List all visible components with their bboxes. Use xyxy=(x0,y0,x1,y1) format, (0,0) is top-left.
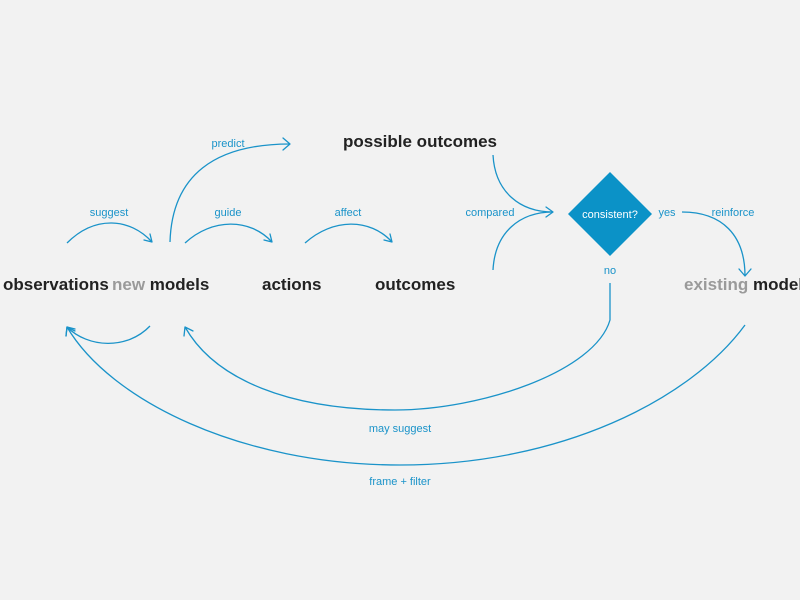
arrowhead-reinforce xyxy=(738,268,752,277)
node-possible-outcomes: possible outcomes xyxy=(343,132,497,151)
decision-label: consistent? xyxy=(582,209,638,221)
edge-reinforce xyxy=(681,211,746,277)
arrowhead-frame-filter xyxy=(65,326,76,337)
arrowhead-guide xyxy=(263,233,273,243)
node-existing-models-main: models xyxy=(753,275,800,294)
node-actions: actions xyxy=(262,275,322,294)
label-frame-filter: frame + filter xyxy=(369,476,431,488)
edge-suggest xyxy=(66,222,153,244)
edge-compared-bottom xyxy=(492,211,554,271)
label-suggest: suggest xyxy=(90,207,129,219)
edge-affect xyxy=(304,223,393,244)
edge-predict xyxy=(169,143,291,243)
node-new-models-main: models xyxy=(150,275,210,294)
label-compared: compared xyxy=(466,207,515,219)
label-may-suggest: may suggest xyxy=(369,423,431,435)
edge-models-to-observations xyxy=(66,325,151,344)
arrowhead-may-suggest xyxy=(183,326,194,337)
label-yes: yes xyxy=(658,207,676,219)
arrowhead-predict xyxy=(282,137,291,151)
node-outcomes: outcomes xyxy=(375,275,455,294)
node-observations: observations xyxy=(3,275,109,294)
node-new-models-prefix: new xyxy=(112,275,146,294)
label-predict: predict xyxy=(211,138,244,150)
arrowhead-compared xyxy=(545,206,554,218)
node-new-models: new models xyxy=(112,275,209,294)
label-guide: guide xyxy=(215,207,242,219)
decision-diamond xyxy=(568,172,652,256)
edge-frame-filter xyxy=(66,324,746,466)
label-reinforce: reinforce xyxy=(712,207,755,219)
edge-compared-top xyxy=(492,154,554,213)
edge-may-suggest xyxy=(184,283,611,411)
node-existing-models: existing models xyxy=(684,275,800,294)
node-existing-models-prefix: existing xyxy=(684,275,748,294)
arrowhead-suggest xyxy=(143,233,153,243)
label-no: no xyxy=(604,265,616,277)
arrowhead-affect xyxy=(383,233,393,243)
label-affect: affect xyxy=(335,207,362,219)
edge-guide xyxy=(184,223,273,244)
